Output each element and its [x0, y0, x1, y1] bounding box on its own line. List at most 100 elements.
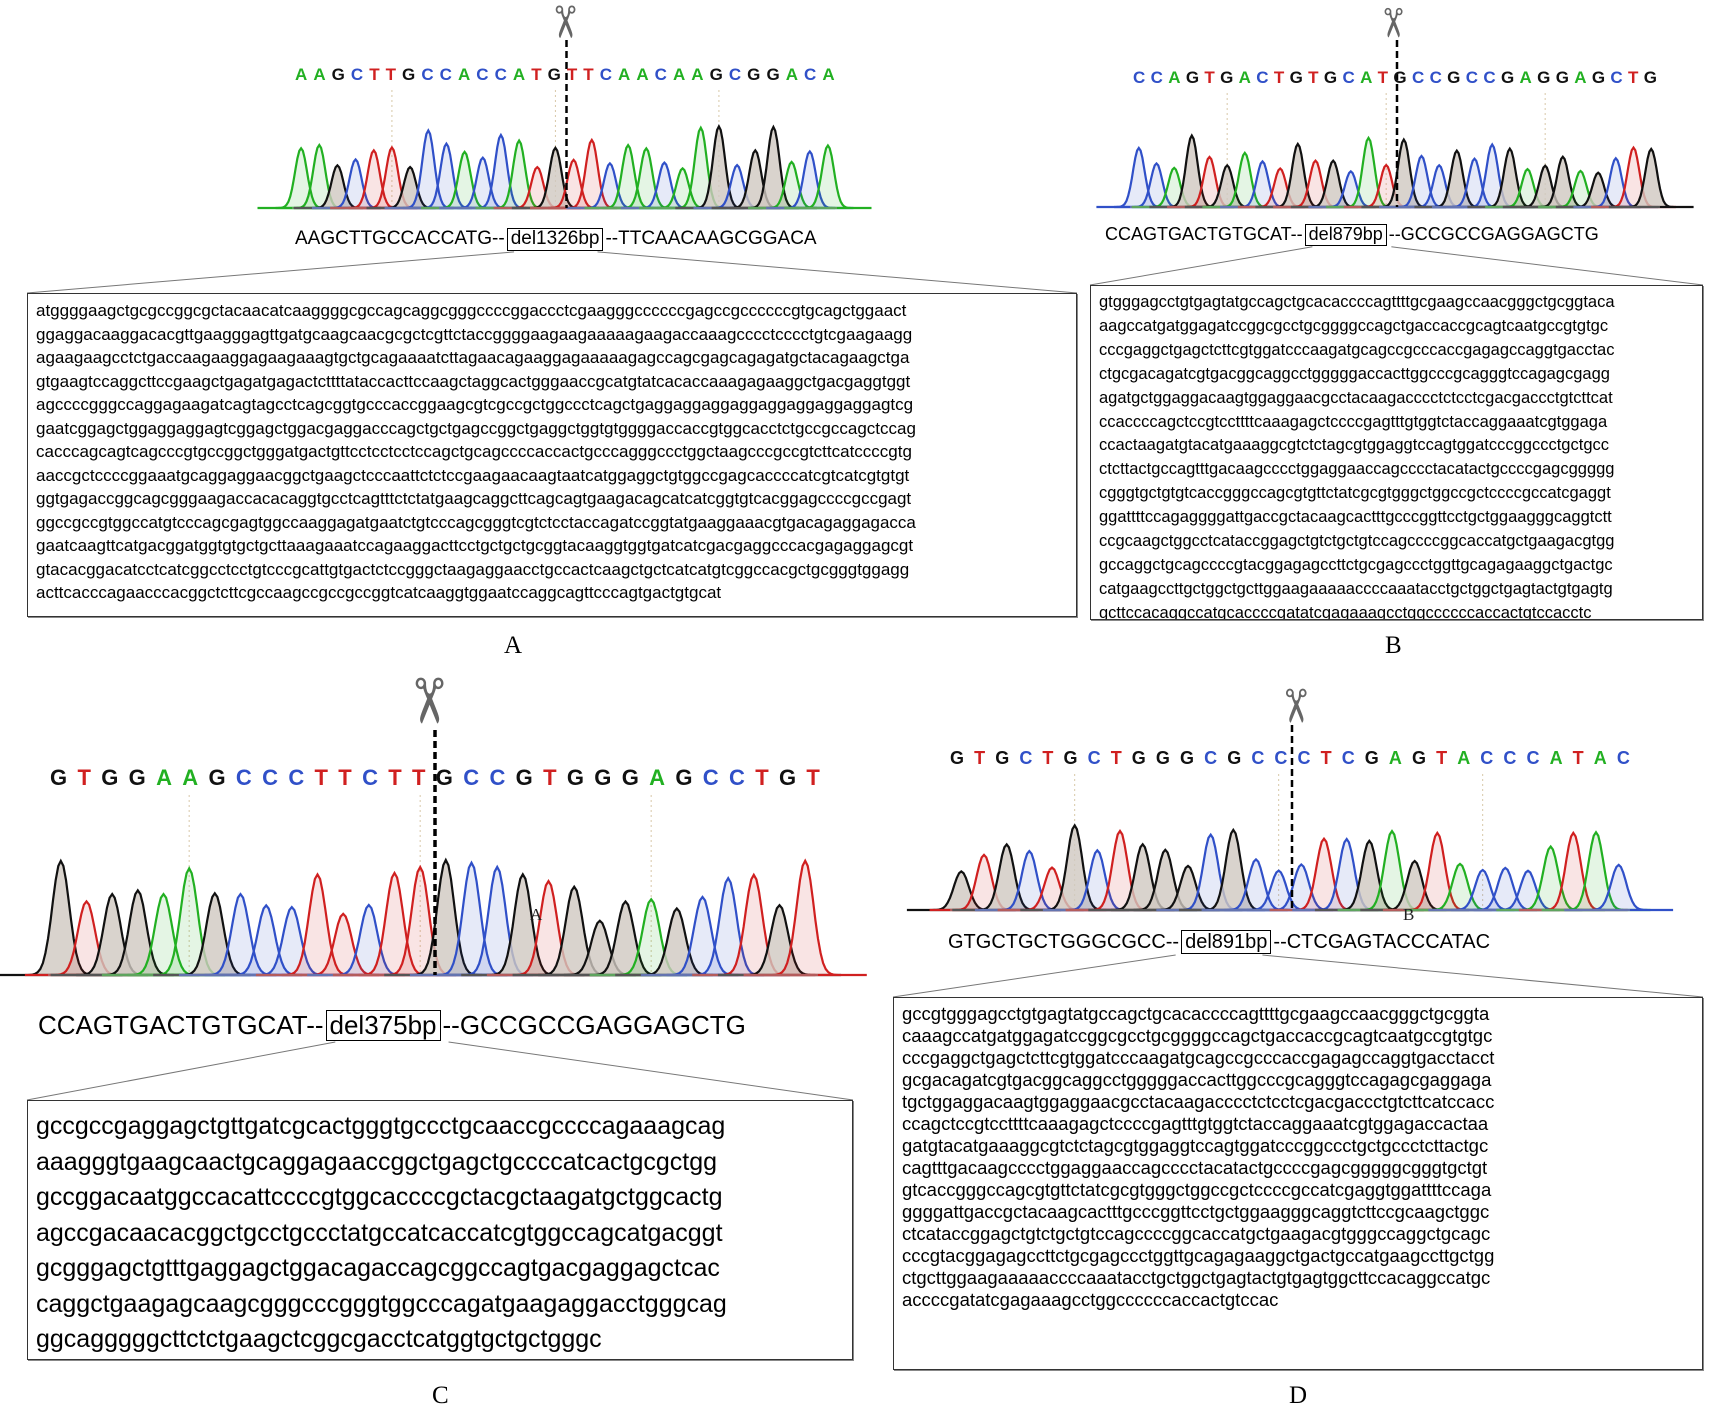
base-call: C [1429, 68, 1442, 87]
base-call: G [1289, 68, 1303, 87]
base-call: G [709, 65, 723, 84]
base-call: G [1063, 748, 1078, 768]
sequence-line: tgctggaggacaagtggaggaacgcctacaagacccctct… [902, 1091, 1495, 1112]
chromatogram [1096, 40, 1694, 209]
base-call: T [543, 765, 557, 790]
sequence-line: agccgacaacacggctgcctgccctatgccatcaccatcg… [36, 1218, 723, 1247]
base-call: C [463, 765, 480, 790]
base-call: C [235, 765, 252, 790]
base-call: G [1412, 748, 1427, 768]
base-call: A [636, 65, 649, 84]
deletion-summary: GTGCTGCTGGGCGCC--del891bp--CTCGAGTACCCAT… [948, 930, 1490, 954]
base-call: G [621, 765, 639, 790]
base-call: T [1308, 68, 1319, 87]
base-call: T [1436, 748, 1448, 768]
base-call: T [1273, 68, 1285, 87]
base-call: A [1574, 68, 1587, 87]
deleted-sequence-box: gccgtgggagcctgtgagtatgccagctgcacaccccagt… [893, 997, 1703, 1370]
sequence-line: gaatcggagctggaggaggagtcggagctggacgaggacc… [36, 418, 916, 438]
base-call: A [1388, 748, 1402, 768]
chromatogram [257, 40, 872, 210]
sequence-line: caaagccatgatggagatccggcgcctgcggggccagctg… [902, 1025, 1493, 1046]
base-call: C [1465, 68, 1479, 87]
base-call: G [515, 765, 533, 790]
left-flank: CCAGTGACTGTGCAT-- [38, 1010, 324, 1040]
base-call: A [672, 65, 686, 84]
sequence-line: ggccgccgtggccatgtcccagcgagtggccaaggagatg… [36, 512, 916, 532]
base-call: C [1342, 68, 1355, 87]
base-call: T [1042, 748, 1054, 768]
deleted-sequence-box: gccgccgaggagctgttgatcgcactgggtgccctgcaac… [27, 1100, 853, 1360]
base-call: G [1180, 748, 1195, 768]
base-call: A [691, 65, 704, 84]
right-flank: --TTCAACAAGCGGACA [605, 228, 817, 250]
right-flank: --GCCGCCGAGGAGCTG [1388, 224, 1599, 245]
sequence-line: gtgggagcctgtgagtatgccagctgcacaccccagtttt… [1099, 293, 1615, 311]
base-call: C [729, 765, 745, 790]
left-flank: GTGCTGCTGGGCGCC-- [948, 930, 1180, 953]
base-call: T [369, 65, 380, 84]
base-call: T [338, 765, 352, 790]
base-call: G [402, 65, 416, 84]
base-call: T [806, 765, 820, 790]
base-call: A [1519, 68, 1532, 87]
sequence-line: ggaggacaaggacacgttgaagggagttgatgcaagcaac… [36, 324, 913, 344]
base-call: G [1227, 748, 1242, 768]
base-call: C [494, 65, 507, 84]
panel-label: D [1289, 1382, 1308, 1409]
deletion-summary: CCAGTGACTGTGCAT--del879bp--GCCGCCGAGGAGC… [1105, 224, 1599, 246]
base-call: G [1220, 68, 1234, 87]
deletion-label: del375bp [325, 1010, 441, 1041]
base-call: T [755, 765, 769, 790]
sequence-line: aaccgctccccggaaatgcaggaggaacggctgaagctcc… [36, 465, 910, 485]
scissors-icon: ✂ [1268, 686, 1323, 726]
panel-label: B [1385, 632, 1402, 659]
base-call: T [314, 765, 328, 790]
sequence-line: gccaggctgcagccccgtacggagagccttctgcgagccc… [1099, 555, 1613, 574]
sequence-line: catgaagccttgctggctgcttggaagaaaaaccccaaat… [1099, 579, 1613, 598]
base-call: A [649, 765, 666, 790]
sequence-line: caggctgaagagcaagcgggcccgggtggcccagatgaag… [36, 1289, 727, 1318]
sequence-line: ctcttactgccagtttgacaagcccctggaggaaccagcc… [1099, 460, 1615, 479]
base-call: G [950, 748, 965, 768]
base-call: A [785, 65, 798, 84]
base-call: G [778, 765, 797, 790]
base-call: G [566, 765, 584, 790]
base-call: A [822, 65, 835, 84]
base-call: A [1457, 748, 1471, 768]
base-call: T [583, 65, 594, 84]
sequence-line: acttcacccagaacccacggctcttcgccaagccgccgcc… [36, 583, 722, 602]
base-call: C [288, 765, 305, 790]
sequence-line: gccgccgaggagctgttgatcgcactgggtgccctgcaac… [36, 1112, 726, 1140]
base-call: G [1643, 68, 1657, 87]
base-call: T [1572, 748, 1584, 768]
sequence-line: cacccagcagtcagcccgtgccggctgggatgactgttcc… [36, 442, 912, 461]
deletion-label: del1326bp [506, 228, 604, 251]
sequence-line: aagccatgatggagatccggcgcctgcggggccagctgac… [1099, 316, 1609, 335]
base-call: G [1155, 748, 1170, 768]
base-call: C [1480, 748, 1494, 768]
base-call: T [1320, 748, 1332, 768]
sequence-line: cagtttgacaagcccctggaggaaccagcccctacatact… [902, 1157, 1488, 1178]
sequence-line: ggtgagaccggcagcgggaagaccacacaggtgcctcagt… [36, 489, 912, 508]
base-call: C [1019, 748, 1033, 768]
sequence-line: gcgggagctgtttgaggagctggacagaccagcggccagt… [36, 1254, 720, 1282]
sequence-line: ggggattgaccgctacaagcactttgcccggttcctgctg… [902, 1201, 1490, 1222]
base-call: A [512, 65, 526, 84]
base-call: C [1297, 748, 1311, 768]
base-call: T [1110, 748, 1122, 768]
scissors-icon: ✂ [538, 3, 590, 41]
scissors-icon: ✂ [392, 675, 466, 727]
sequence-line: agccccgggccaggagaagatcagtagcctcagcggtgcc… [36, 395, 914, 414]
deleted-sequence-box: gtgggagcctgtgagtatgccagctgcacaccccagtttt… [1090, 285, 1703, 620]
base-call: C [1483, 68, 1496, 87]
base-call: G [128, 765, 146, 790]
sequence-line: gaatcaagttcatgacggatggtgtgctgcttaaagaaat… [36, 536, 914, 555]
base-call: C [1526, 748, 1540, 768]
base-call: C [702, 765, 719, 790]
zoom-connector-line [448, 1041, 854, 1101]
base-call: C [599, 65, 612, 84]
base-call: T [385, 65, 397, 84]
base-call: G [1364, 748, 1379, 768]
